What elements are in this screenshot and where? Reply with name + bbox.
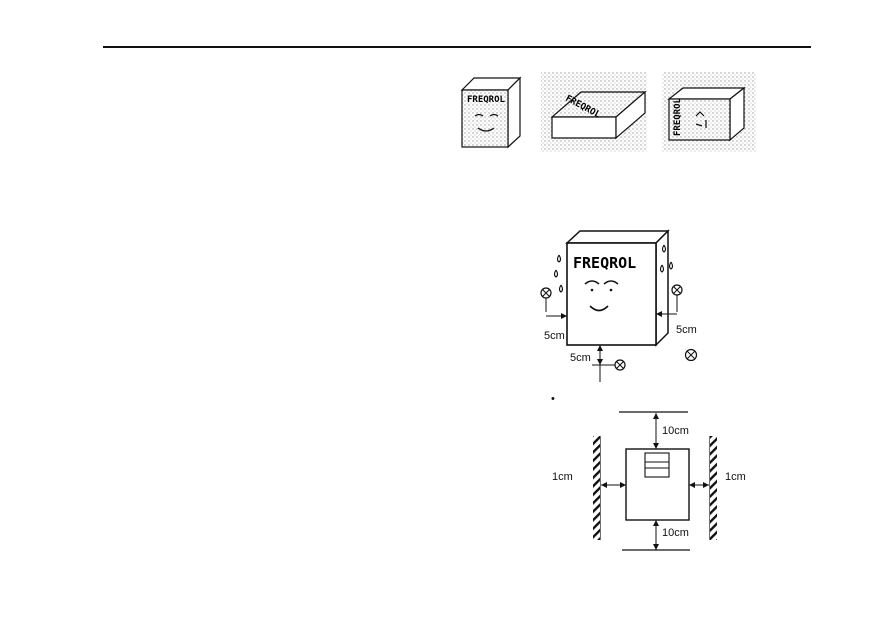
unit-brand-label: FREQROL (573, 254, 636, 272)
bottom-spacing-label: 10cm (662, 527, 689, 539)
top-spacing-label: 10cm (662, 425, 689, 437)
sideways-box-brand: FREQROL (673, 97, 683, 136)
right-clearance-label: 5cm (676, 324, 697, 336)
header-rule (103, 46, 811, 48)
upright-box-brand: FREQROL (467, 95, 506, 105)
flat-box: FREQROL (541, 72, 647, 152)
spacing-diagram: 10cm 1cm 1cm 10cm (552, 411, 746, 551)
right-spacing-label: 1cm (725, 471, 746, 483)
upright-box: FREQROL (460, 76, 522, 149)
sideways-box: FREQROL (662, 72, 756, 152)
bottom-clearance-label: 5cm (570, 352, 591, 364)
clearance-illustration: FREQROL 5cm 5cm (540, 229, 698, 382)
left-clearance-label: 5cm (544, 330, 565, 342)
left-spacing-label: 1cm (552, 471, 573, 483)
note-bullet: • (551, 393, 555, 405)
